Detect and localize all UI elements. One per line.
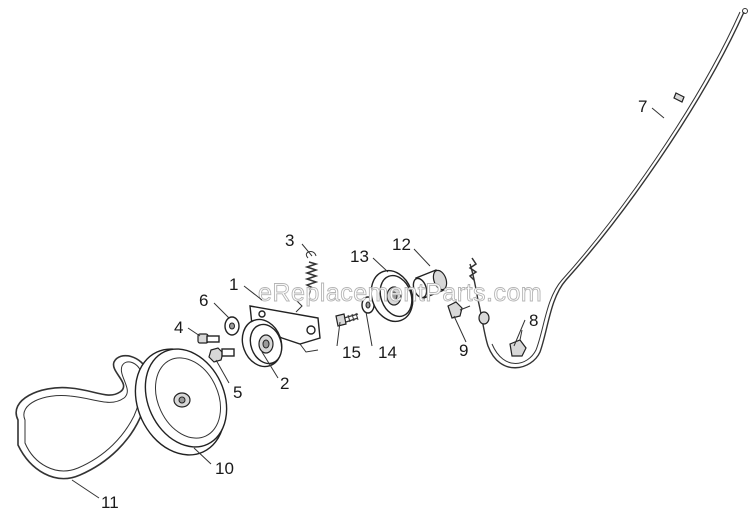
callout-2: 2 xyxy=(280,374,289,393)
v-belt-part-11 xyxy=(15,354,150,480)
spacer-part-12 xyxy=(412,269,448,299)
watermark-text: eReplacementParts.com xyxy=(258,279,542,307)
callout-7: 7 xyxy=(638,97,647,116)
callout-5: 5 xyxy=(233,383,242,402)
callout-11: 11 xyxy=(101,493,119,512)
callout-12: 12 xyxy=(392,235,411,254)
callout-9: 9 xyxy=(459,341,468,360)
callout-14: 14 xyxy=(378,343,397,362)
leader-lines xyxy=(71,107,665,499)
callout-3: 3 xyxy=(285,231,294,250)
nut-part-5 xyxy=(208,347,235,363)
callout-8: 8 xyxy=(529,311,538,330)
callout-13: 13 xyxy=(350,247,369,266)
bolt-part-15 xyxy=(335,312,359,327)
bolt-part-4 xyxy=(197,333,220,344)
callout-1: 1 xyxy=(229,275,238,294)
callout-10: 10 xyxy=(215,459,234,478)
callout-labels: 1 2 3 4 5 6 7 8 9 10 11 12 13 14 15 xyxy=(101,97,647,512)
callout-6: 6 xyxy=(199,291,208,310)
callout-4: 4 xyxy=(174,318,183,337)
cable-bracket-part-9 xyxy=(447,301,471,319)
callout-15: 15 xyxy=(342,343,361,362)
large-pulley-part-10 xyxy=(134,348,228,456)
cable-part-7 xyxy=(468,8,748,369)
washer-part-6 xyxy=(224,316,240,336)
idler-pulley-part-13 xyxy=(370,269,414,323)
clip-part-8 xyxy=(509,329,527,357)
idler-pulley-part-2 xyxy=(241,318,283,368)
